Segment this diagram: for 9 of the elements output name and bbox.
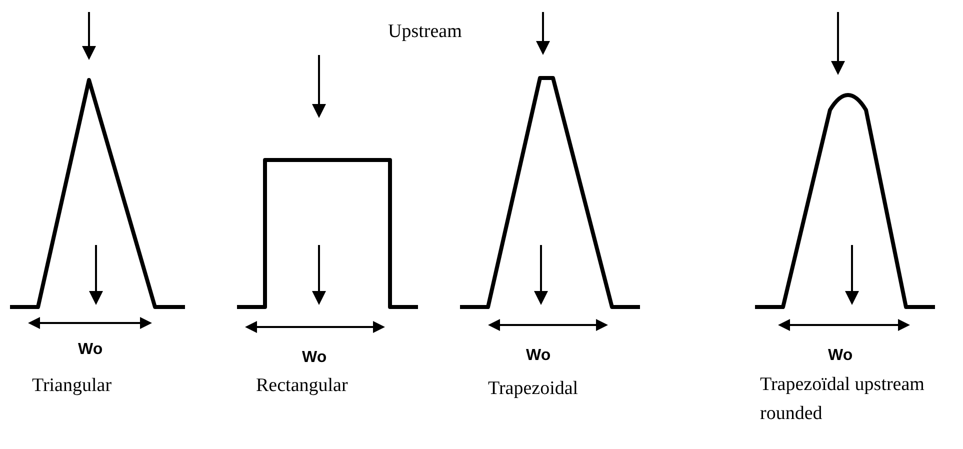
flow-label: Upstream [388, 21, 462, 42]
width-label: Wo [78, 341, 103, 358]
profile-name: Triangular [32, 375, 112, 396]
profile-name: Trapezoidal [488, 378, 578, 399]
width-label: Wo [828, 347, 853, 364]
width-label: Wo [302, 349, 327, 366]
profile-name: Trapezoïdal upstream rounded [760, 374, 924, 424]
width-label: Wo [526, 347, 551, 364]
profile-name: Rectangular [256, 375, 348, 396]
